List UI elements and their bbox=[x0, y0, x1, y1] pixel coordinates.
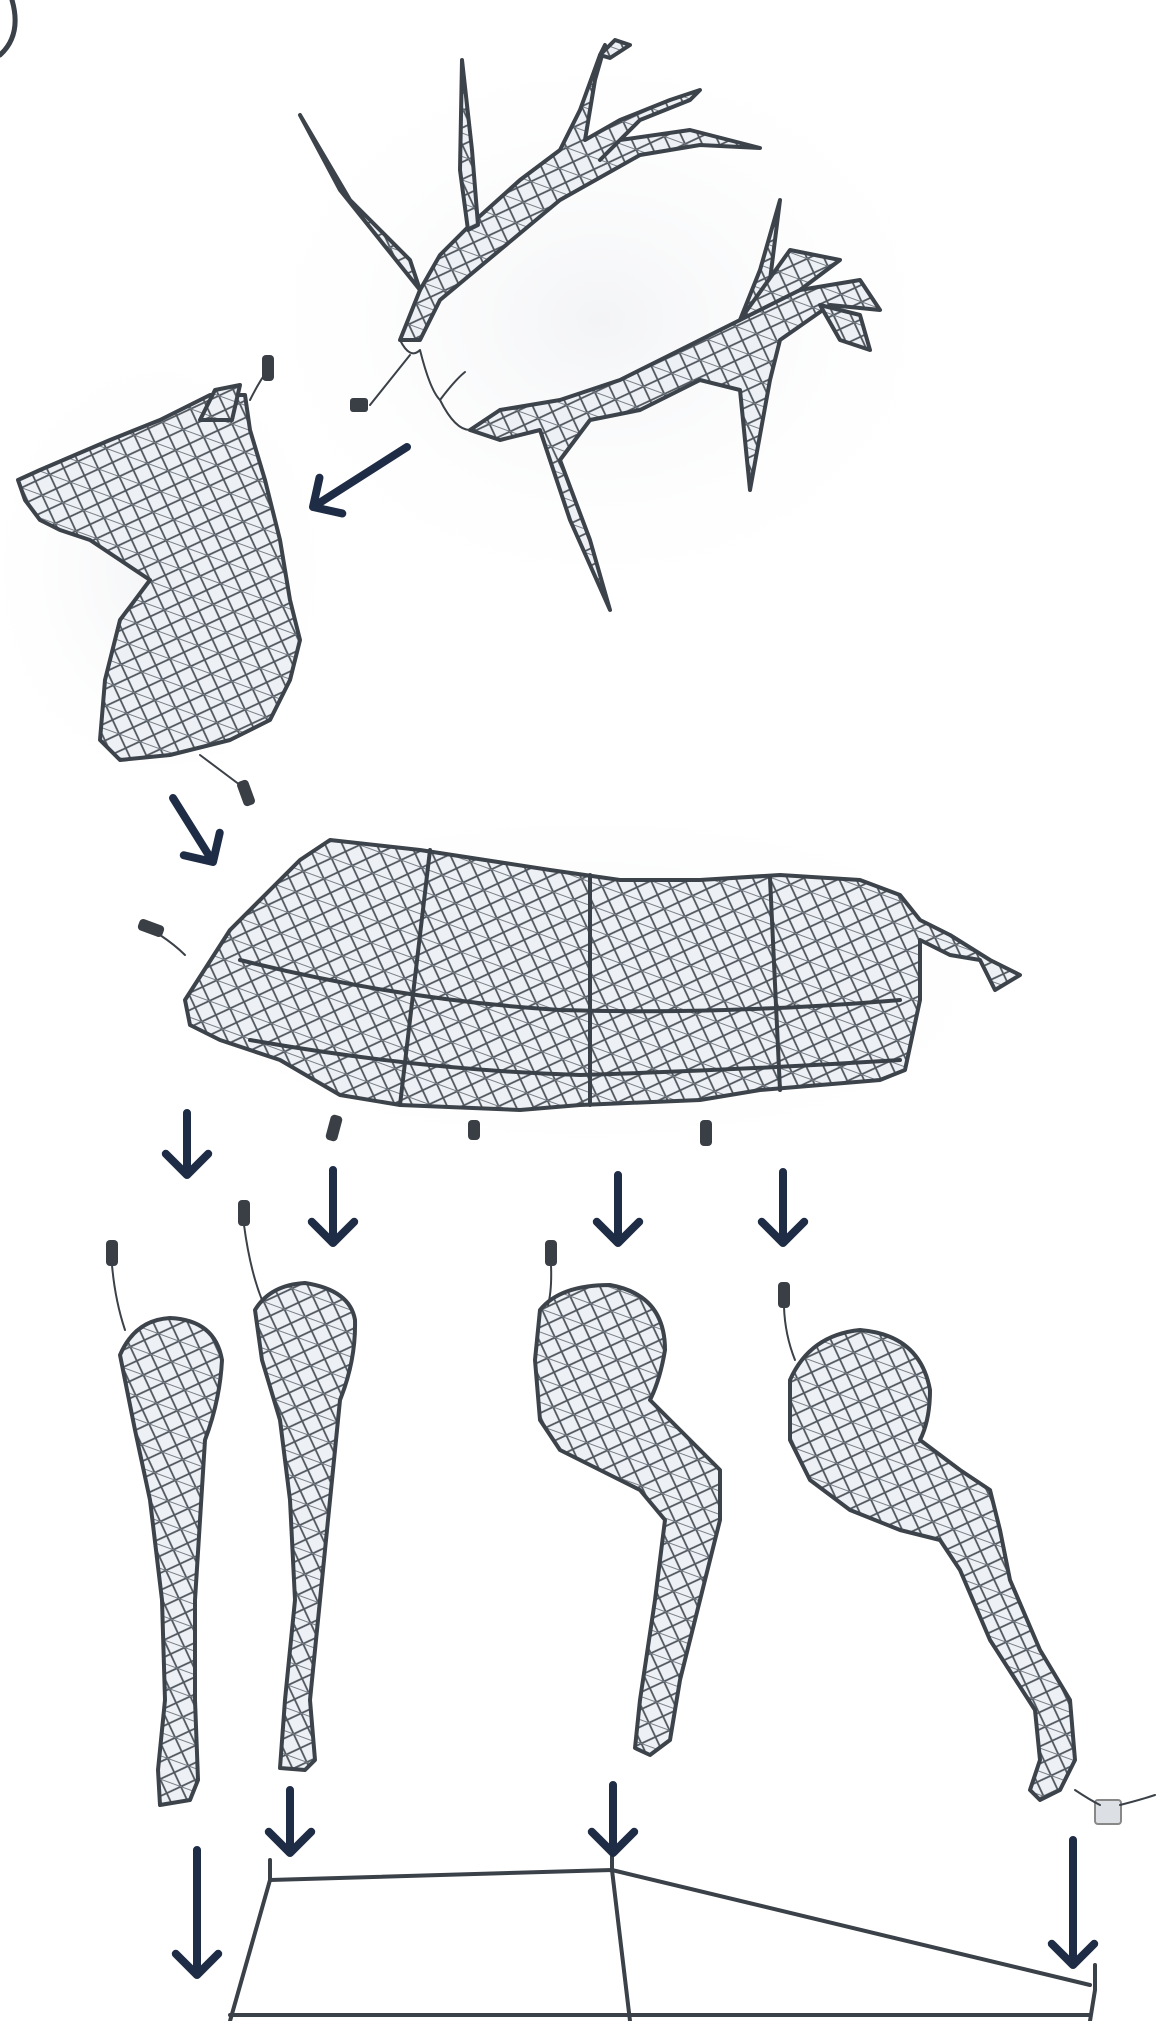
down-arrow-icon bbox=[176, 1850, 218, 1975]
down-arrow-icon bbox=[1052, 1840, 1094, 1965]
down-arrow-icon bbox=[762, 1172, 804, 1243]
leg-wireframe-icon bbox=[106, 1200, 1155, 1824]
down-arrow-icon bbox=[592, 1785, 634, 1853]
down-arrow-icon bbox=[269, 1790, 311, 1853]
down-arrow-icon bbox=[597, 1175, 639, 1243]
corner-mark bbox=[0, 0, 15, 55]
down-arrow-icon bbox=[166, 1113, 208, 1175]
base-frame-wireframe-icon bbox=[230, 1845, 1095, 2021]
down-arrow-icon bbox=[312, 1170, 354, 1243]
deer-body-wireframe-icon bbox=[130, 790, 1050, 1170]
down-arrow-icon bbox=[173, 798, 220, 862]
